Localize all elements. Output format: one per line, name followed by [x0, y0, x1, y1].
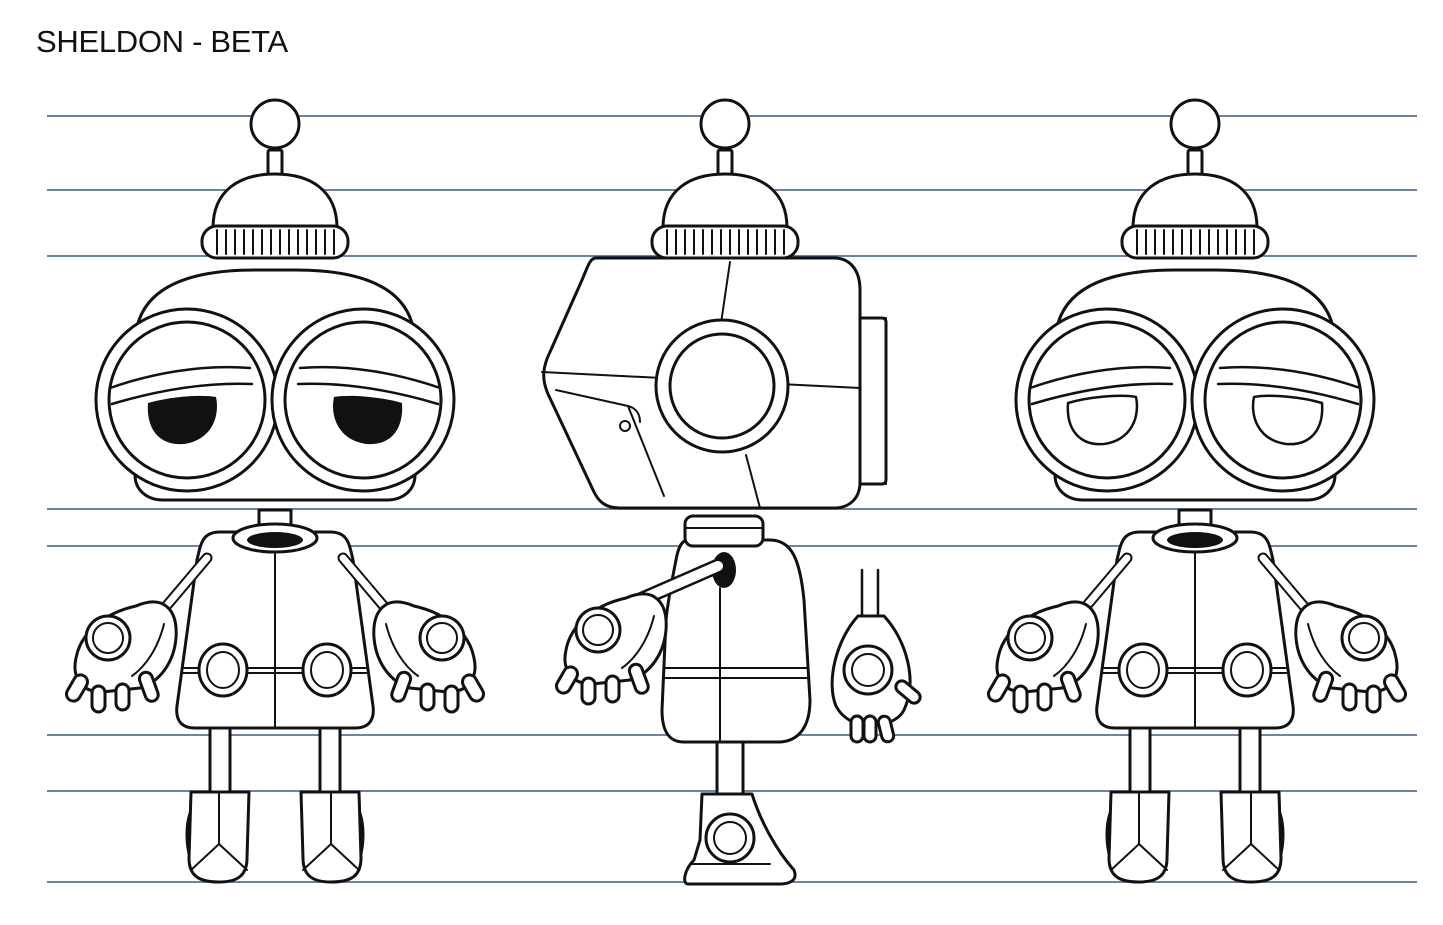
- detached-hand-rear-view: [830, 568, 922, 744]
- robot-back-view: [984, 98, 1410, 882]
- sheet-title: SHELDON - BETA: [36, 24, 288, 59]
- pupil-right: [333, 395, 403, 445]
- robot-side-view: [541, 98, 922, 886]
- pupil-outline-right: [1251, 394, 1324, 446]
- pupil-left: [147, 395, 217, 445]
- pupil-outline-left: [1066, 394, 1139, 446]
- robot-front-view: [62, 98, 488, 882]
